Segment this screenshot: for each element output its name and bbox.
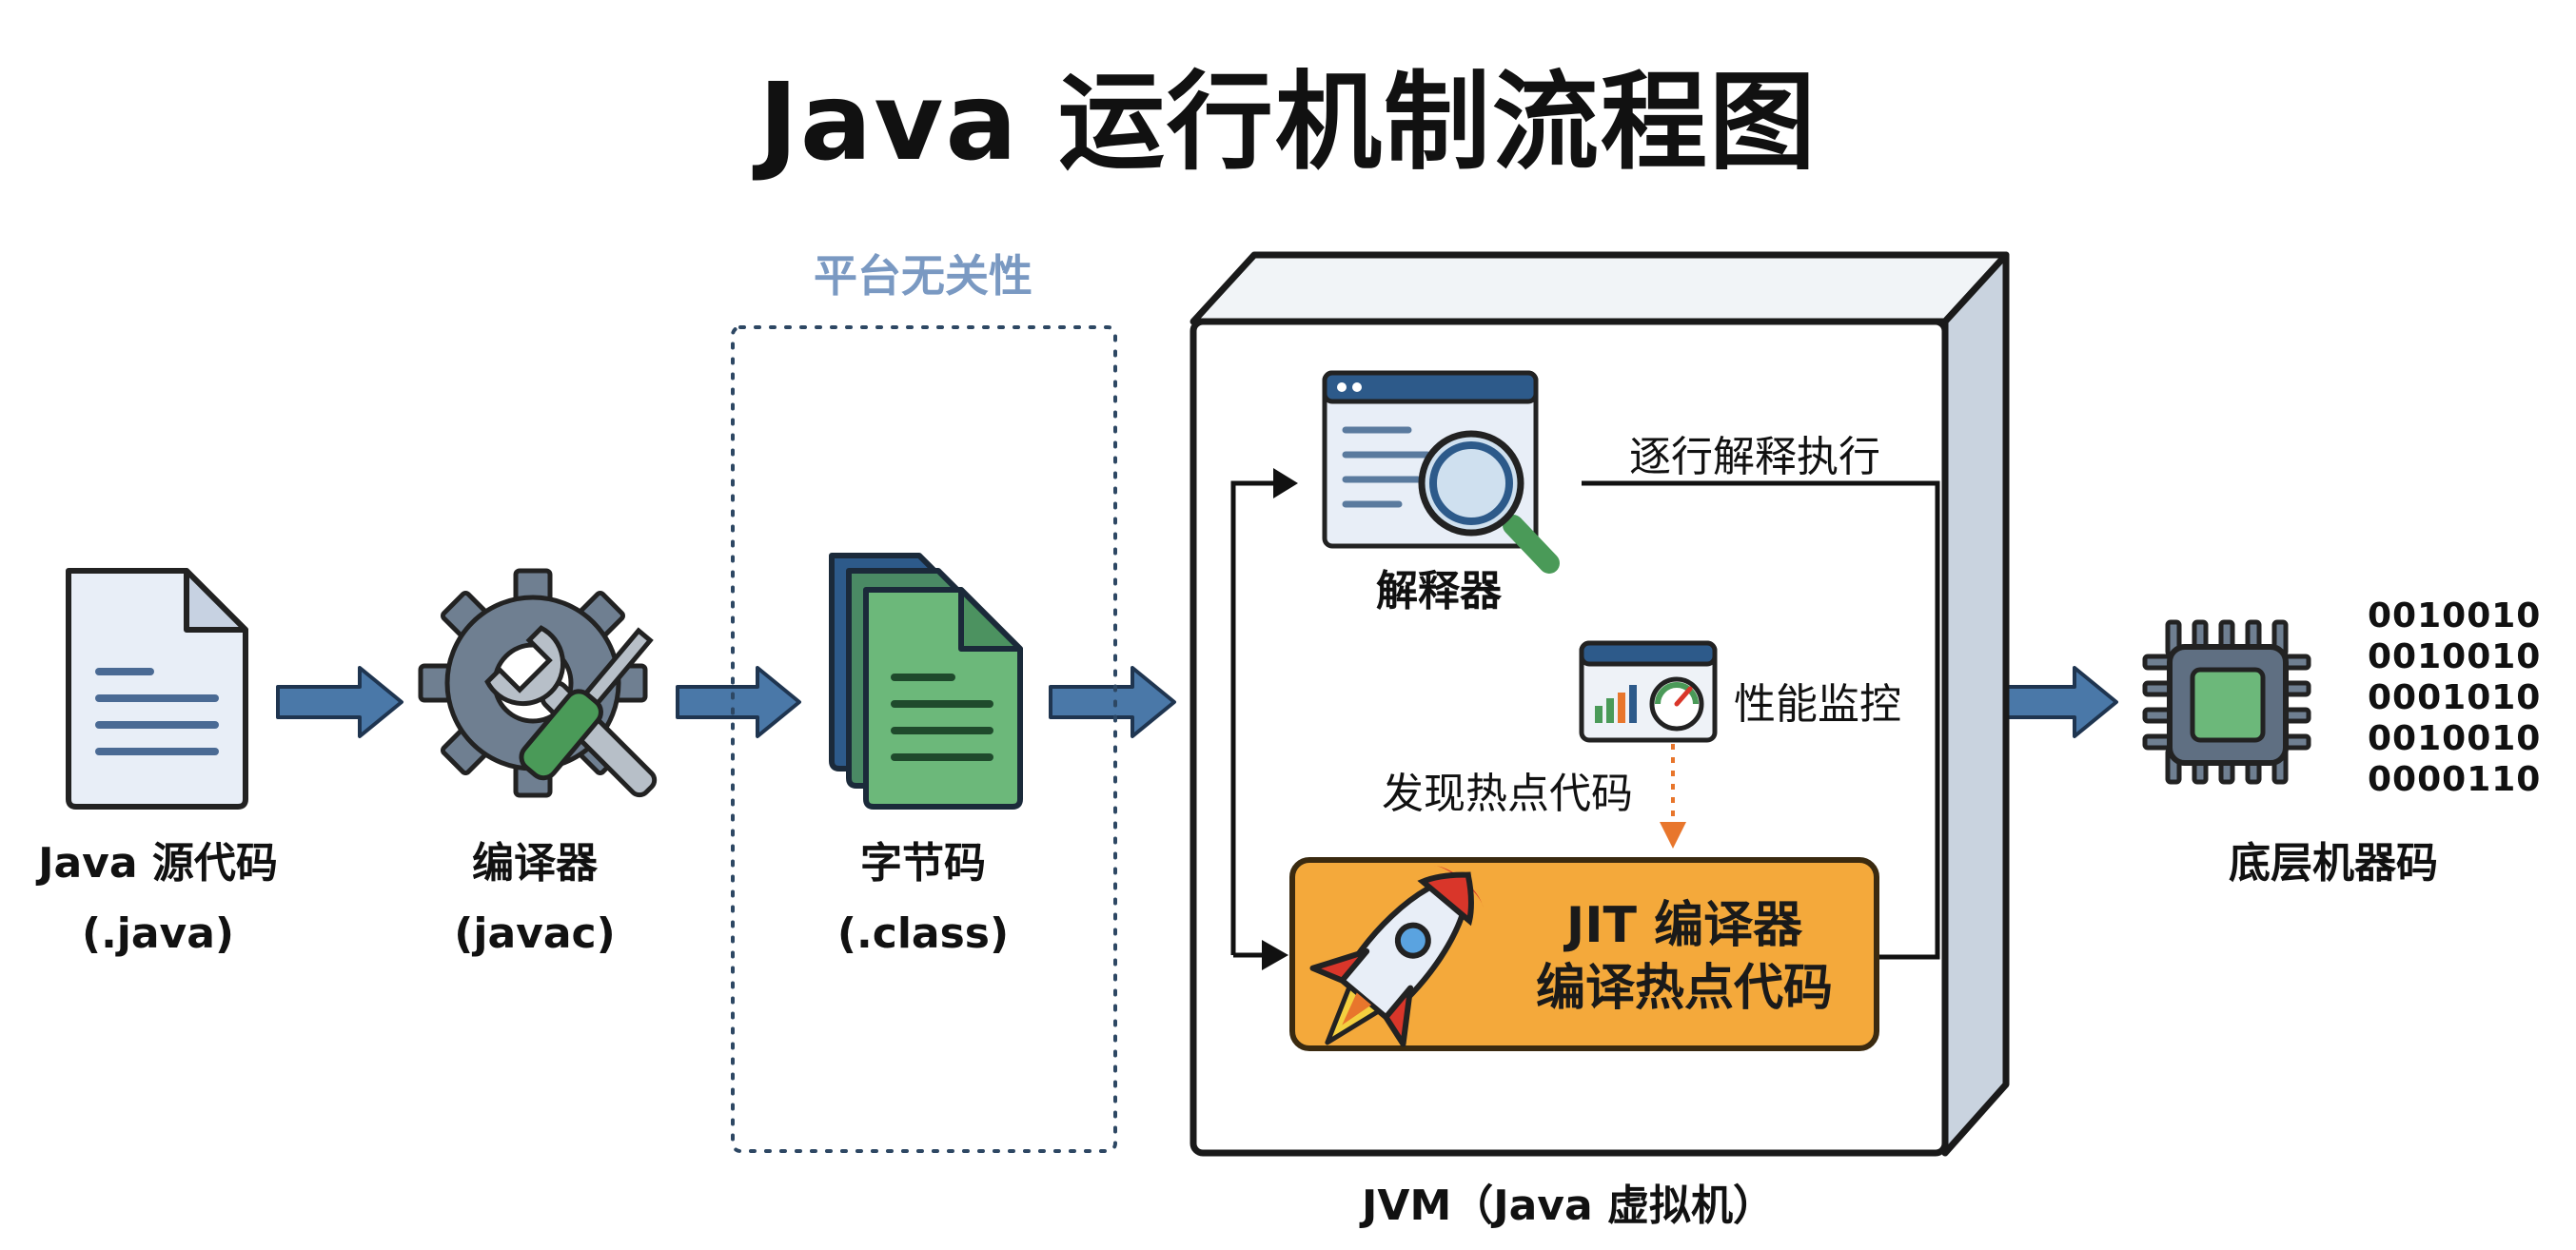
- stacked-files-icon: [829, 553, 1023, 810]
- hotspot-label: 发现热点代码: [1382, 770, 1633, 818]
- jit-text: JIT 编译器 编译热点代码: [1504, 894, 1865, 1020]
- bytecode-sub: (.class): [836, 909, 1010, 958]
- flow-arrow-3: [1049, 666, 1176, 738]
- binary-line: 0001010: [2368, 678, 2542, 717]
- compiler-label: 编译器: [472, 839, 598, 888]
- binary-line: 0010010: [2368, 637, 2542, 676]
- interpret-path: [1582, 480, 1940, 960]
- machine-label: 底层机器码: [2229, 839, 2438, 888]
- flow-arrow-4: [1991, 666, 2118, 738]
- flow-arrow-1: [276, 666, 403, 738]
- code-window-magnifier-icon: [1322, 370, 1560, 574]
- document-icon: [66, 568, 248, 810]
- jvm-label: JVM（Java 虚拟机）: [1362, 1182, 1775, 1230]
- page-title: Java 运行机制流程图: [758, 61, 1818, 185]
- dashboard-monitor-icon: [1579, 640, 1718, 743]
- gear-wrench-icon: [418, 568, 658, 798]
- source-sub: (.java): [81, 909, 235, 958]
- jit-line-1: JIT 编译器: [1565, 897, 1803, 954]
- binary-line: 0000110: [2368, 760, 2542, 799]
- flow-arrow-2: [676, 666, 801, 738]
- source-label: Java 源代码: [38, 839, 278, 888]
- loop-arrow-bottom-head: [1262, 940, 1288, 970]
- loop-arrow-top: [1273, 468, 1298, 498]
- binary-readout: 0010010 0010010 0001010 0010010 0000110: [2368, 596, 2541, 800]
- interpreter-label: 解释器: [1376, 567, 1502, 615]
- bytecode-label: 字节码: [860, 839, 986, 888]
- rocket-icon: [1309, 866, 1484, 1047]
- interpret-step-label: 逐行解释执行: [1629, 433, 1880, 481]
- binary-line: 0010010: [2368, 596, 2542, 635]
- binary-line: 0010010: [2368, 719, 2542, 758]
- monitor-label: 性能监控: [1734, 680, 1901, 729]
- compiler-sub: (javac): [454, 909, 616, 958]
- platform-label: 平台无关性: [814, 250, 1032, 302]
- jit-line-2: 编译热点代码: [1535, 960, 1833, 1017]
- cpu-chip-icon: [2142, 619, 2311, 785]
- platform-boundary: [731, 325, 1117, 1153]
- loop-path: [1230, 480, 1292, 955]
